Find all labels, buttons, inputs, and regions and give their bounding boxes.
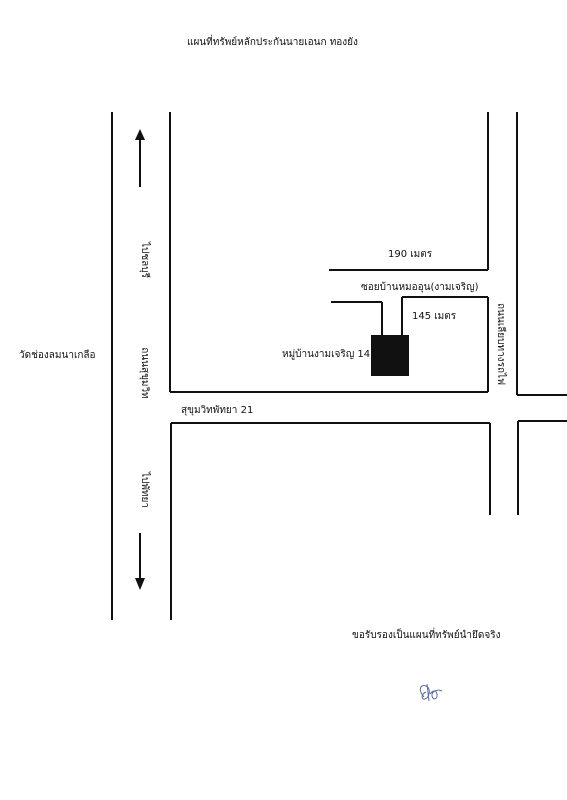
arrow-down-icon [135, 533, 145, 590]
side-road-label: สุขุมวิทพัทยา 21 [181, 405, 254, 416]
soi-name-label: ซอยบ้านหมออุน(งามเจริญ) [361, 282, 479, 293]
map-title-text: แผนที่ทรัพย์หลักประกันนายเอนก ทองยัง [187, 37, 358, 48]
arrow-up-icon [135, 129, 145, 187]
to-south-label: ไปพัทยา [139, 471, 150, 509]
property-marker [371, 335, 409, 376]
distance-inner-label: 145 เมตร [412, 311, 457, 322]
rail-road-label: ถนนเลียบทางรถไฟ [495, 303, 506, 386]
certification-label: ขอรับรองเป็นแผนที่ทรัพย์นำยึดจริง [352, 630, 501, 641]
signature [419, 683, 443, 702]
village-label: หมู่บ้านงามเจริญ 14 [282, 349, 371, 360]
main-road-label: ถนนสุขุมวิท [139, 347, 150, 399]
distance-top-label: 190 เมตร [388, 249, 433, 260]
temple-label: วัดช่องลมนาเกลือ [19, 350, 96, 361]
to-north-label: ไปชลบุรี [139, 241, 150, 278]
